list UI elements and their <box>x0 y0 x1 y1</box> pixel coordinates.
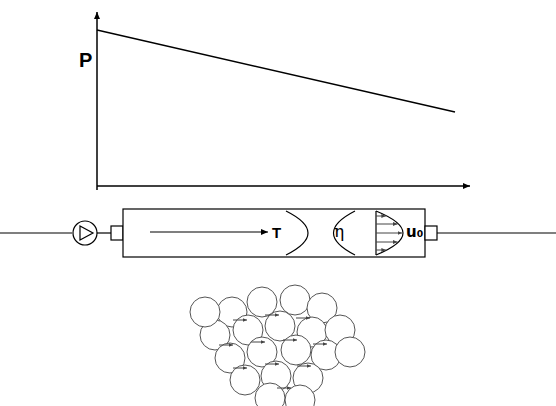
particle <box>255 383 285 406</box>
particle <box>281 335 311 365</box>
flow-arrow-small <box>265 364 279 365</box>
flow-arrow-small <box>265 315 279 316</box>
flow-arrow-small <box>283 340 297 341</box>
front-profile <box>286 211 308 255</box>
particle <box>230 365 260 395</box>
inlet-fitting <box>111 226 123 240</box>
flow-arrow-small <box>277 388 291 389</box>
pressure-graph <box>97 12 470 190</box>
pump-symbol <box>73 221 97 245</box>
packed-particles <box>190 285 365 406</box>
flow-arrow-small <box>219 345 233 346</box>
velocity-arrow <box>376 250 386 251</box>
flow-arrow-small <box>233 368 247 369</box>
column-tube <box>123 209 425 257</box>
inlet-tube <box>0 232 72 233</box>
flow-arrow <box>150 231 268 232</box>
flow-arrow-small <box>251 342 265 343</box>
pressure-line <box>97 30 455 112</box>
rear-profile <box>334 211 356 255</box>
flow-arrow-small <box>233 320 247 321</box>
pump-tube <box>97 232 111 233</box>
x-axis <box>97 185 470 187</box>
y-axis <box>96 12 98 190</box>
flow-arrow-small <box>296 318 310 319</box>
velocity-label: u₀ <box>406 225 423 240</box>
velocity-arrow <box>376 242 397 243</box>
flow-arrow-small <box>313 344 327 345</box>
flow-arrow-small <box>297 366 311 367</box>
velocity-profile <box>376 211 403 255</box>
velocity-arrow <box>376 224 397 225</box>
column <box>0 209 556 257</box>
velocity-arrow <box>376 233 402 234</box>
pump-triangle <box>80 226 93 240</box>
viscosity-label: η <box>334 223 344 240</box>
outlet-tube <box>437 232 556 233</box>
particle <box>335 337 365 367</box>
velocity-arrow <box>376 216 386 217</box>
pressure-label: P <box>79 50 92 70</box>
particle <box>280 285 310 315</box>
temperature-label: T <box>272 225 281 240</box>
outlet-fitting <box>425 226 437 240</box>
particle <box>190 297 220 327</box>
